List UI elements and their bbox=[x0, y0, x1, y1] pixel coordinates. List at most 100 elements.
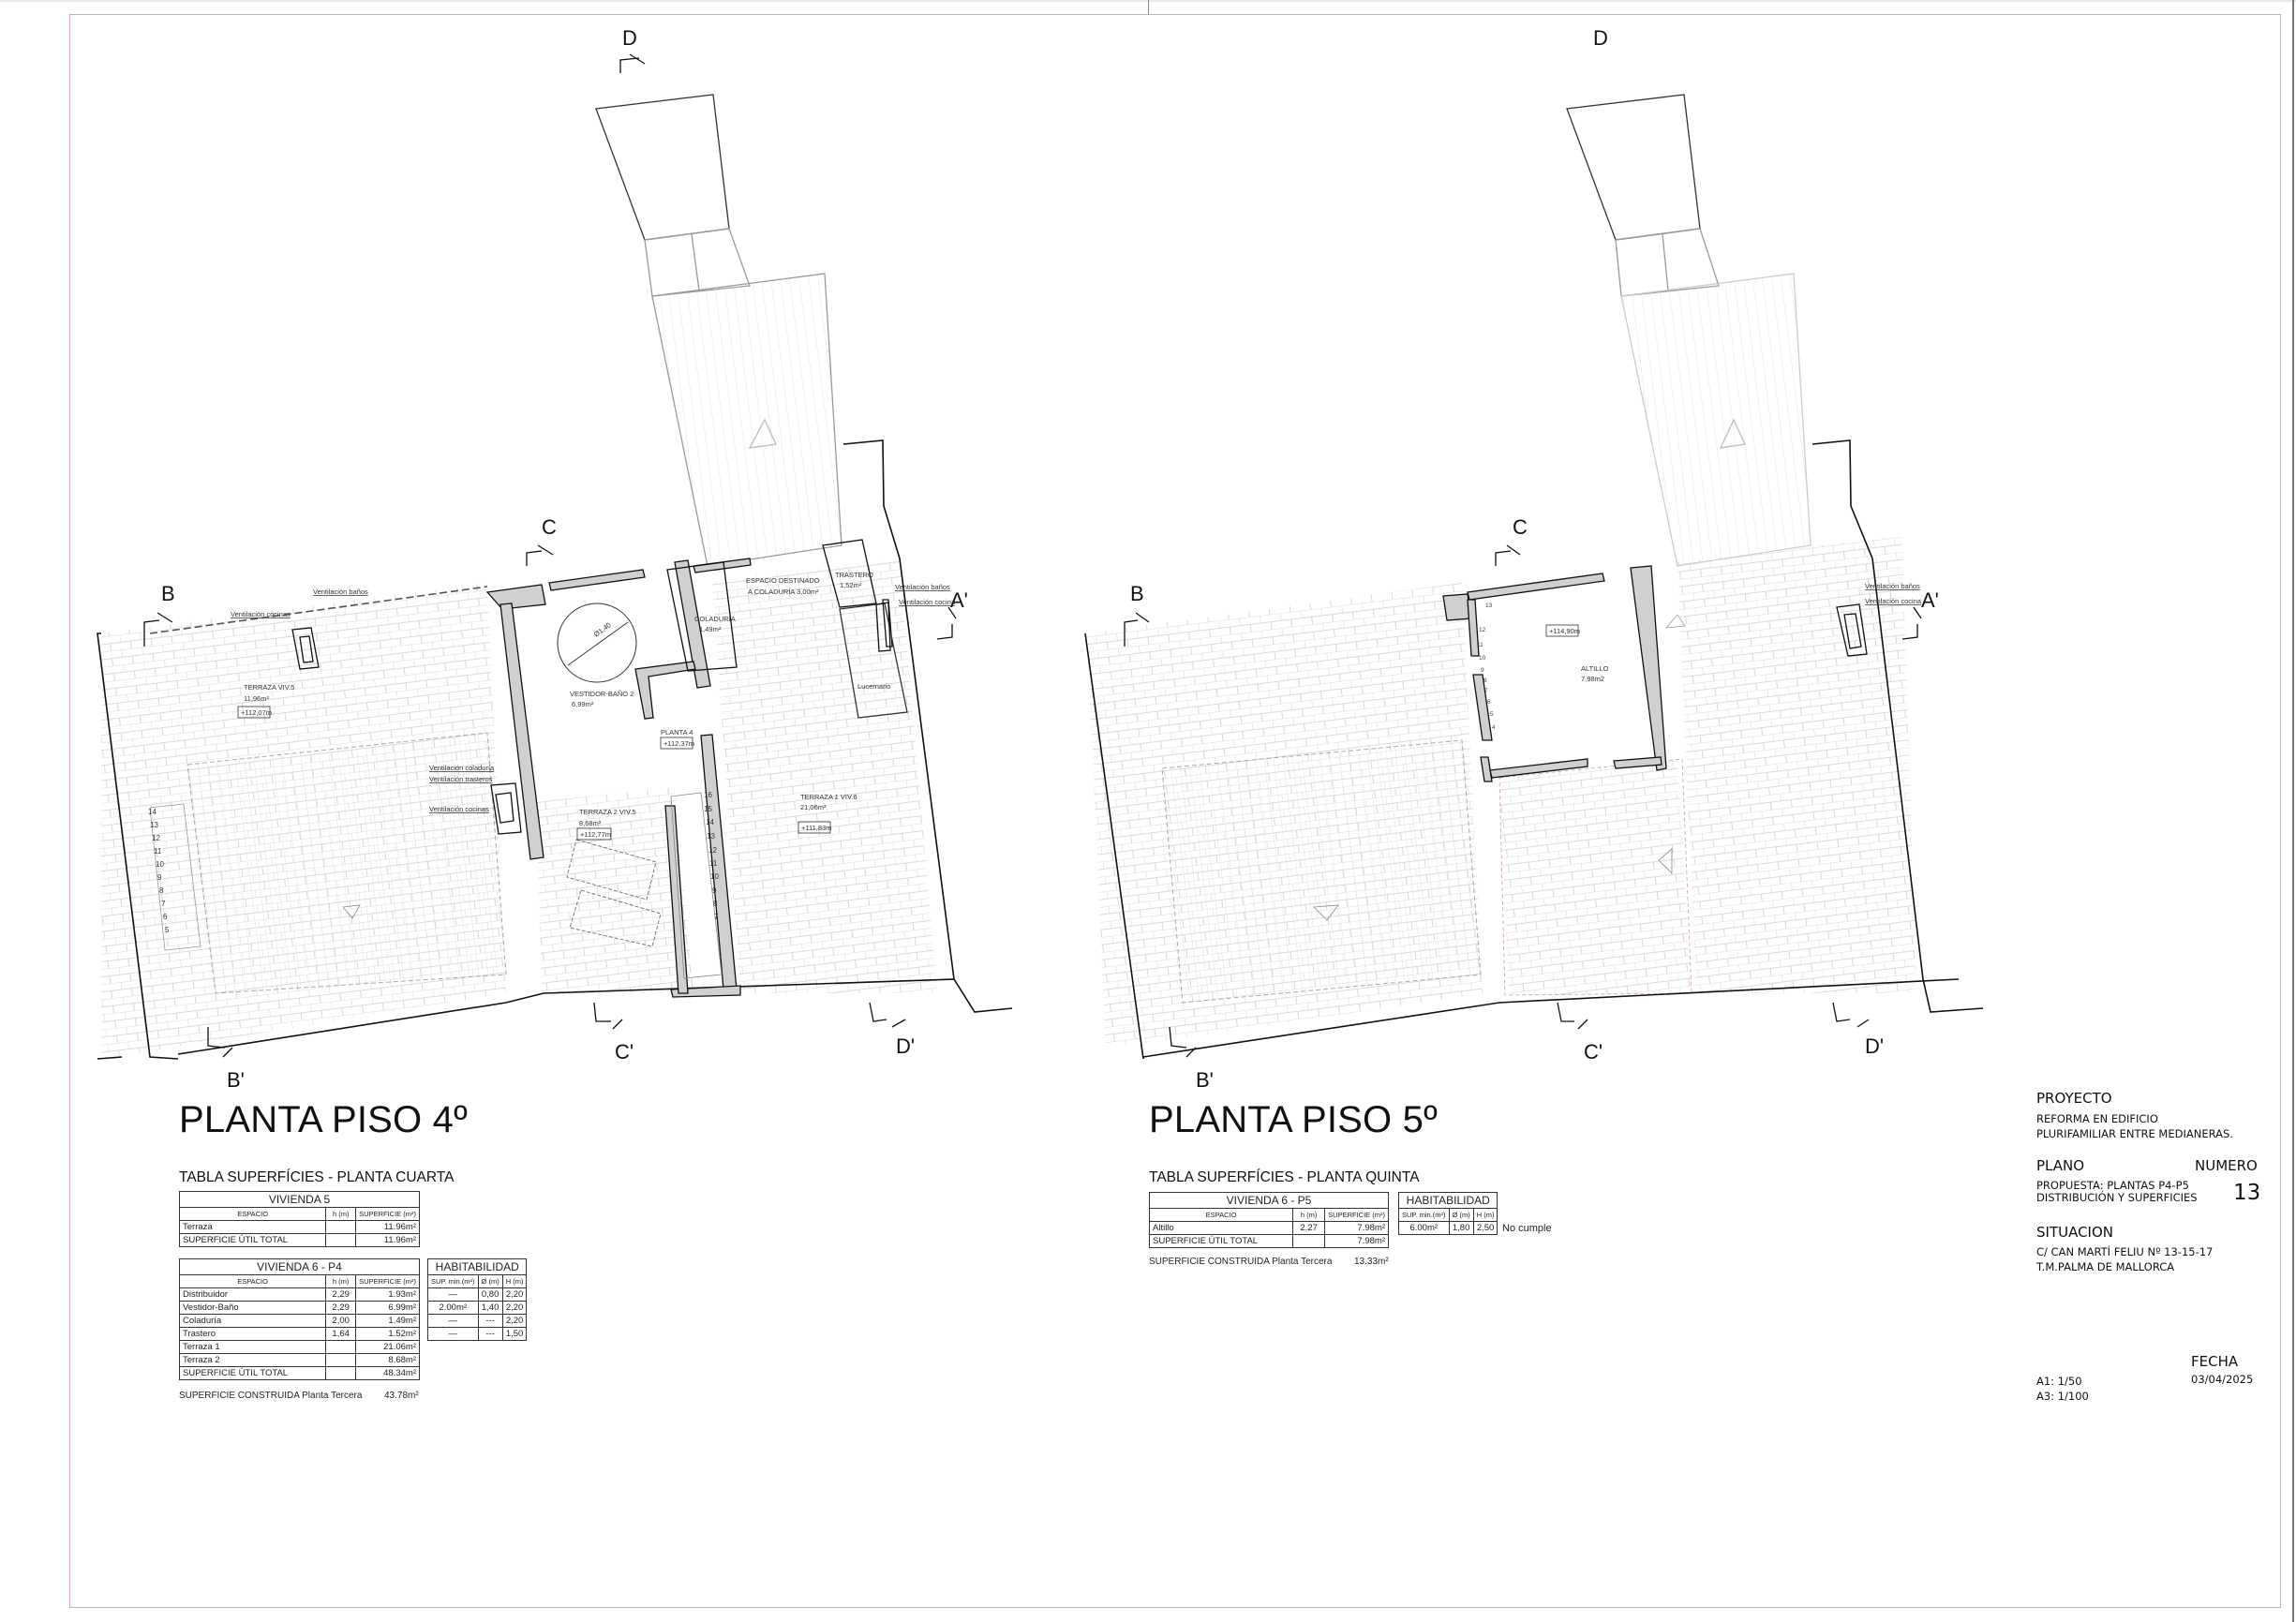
svg-text:11: 11 bbox=[1477, 642, 1483, 648]
svg-text:11: 11 bbox=[154, 847, 162, 856]
cell-espacio: Terraza bbox=[178, 1220, 327, 1234]
svg-text:9: 9 bbox=[712, 886, 717, 895]
svg-text:11: 11 bbox=[709, 859, 718, 868]
table-5-title: TABLA SUPERFÍCIES - PLANTA QUINTA bbox=[1149, 1169, 1420, 1185]
svg-text:8,68m²: 8,68m² bbox=[579, 819, 602, 827]
table-header: VIVIENDA 5 bbox=[179, 1191, 420, 1208]
svg-text:Ventilación coladuría: Ventilación coladuría bbox=[429, 764, 495, 772]
svg-text:TERRAZA 2 VIV.5: TERRAZA 2 VIV.5 bbox=[579, 808, 636, 816]
table-vivienda-5: VIVIENDA 5 ESPACIO h (m) SUPERFICIE (m²)… bbox=[178, 1191, 420, 1247]
svg-text:D: D bbox=[1593, 26, 1608, 50]
proyecto-line-2: PLURIFAMILIAR ENTRE MEDIANERAS. bbox=[2036, 1127, 2233, 1140]
svg-text:ALTILLO: ALTILLO bbox=[1581, 664, 1609, 673]
svg-text:Ventilación trasteros: Ventilación trasteros bbox=[429, 775, 493, 783]
svg-text:Ventilación cocina: Ventilación cocina bbox=[1865, 597, 1922, 605]
svg-text:+112,37m: +112,37m bbox=[663, 739, 694, 748]
svg-text:Ventilación cocina: Ventilación cocina bbox=[899, 598, 956, 606]
cell-h bbox=[325, 1366, 357, 1380]
situacion-line-2: T.M.PALMA DE MALLORCA bbox=[2036, 1260, 2175, 1273]
sheet-divider-tick bbox=[1148, 0, 1149, 14]
cell-diametro: 1,40 bbox=[477, 1301, 503, 1315]
svg-text:12: 12 bbox=[152, 834, 160, 842]
escala-a3: A3: 1/100 bbox=[2036, 1390, 2089, 1403]
column-header: SUPERFICIE (m²) bbox=[355, 1274, 420, 1288]
svg-text:8: 8 bbox=[713, 900, 718, 908]
table-vivienda-6-p4: VIVIENDA 6 - P4 ESPACIO h (m) SUPERFICIE… bbox=[178, 1258, 420, 1380]
cell-superficie: 1.49m² bbox=[355, 1314, 420, 1328]
svg-text:7: 7 bbox=[1484, 688, 1488, 694]
plan-floor-4: D C B A' B' C' D' Ventilación baños Vent… bbox=[97, 26, 1013, 1092]
column-header: Ø (m) bbox=[477, 1274, 503, 1288]
svg-text:14: 14 bbox=[706, 818, 714, 826]
svg-text:13: 13 bbox=[707, 832, 715, 841]
svg-text:A': A' bbox=[1921, 588, 1939, 612]
table-header: VIVIENDA 6 - P4 bbox=[179, 1258, 420, 1275]
svg-text:8: 8 bbox=[159, 886, 164, 895]
cell-superficie: 11.96m² bbox=[355, 1220, 420, 1234]
numero-label: NUMERO bbox=[2195, 1157, 2258, 1174]
svg-text:12: 12 bbox=[1479, 627, 1486, 633]
cell-diametro: 1,80 bbox=[1448, 1221, 1474, 1235]
fecha-value: 03/04/2025 bbox=[2191, 1373, 2254, 1386]
cell-superficie: 6.99m² bbox=[355, 1301, 420, 1315]
plan-5-title: PLANTA PISO 5º bbox=[1149, 1099, 1438, 1140]
column-header: h (m) bbox=[325, 1274, 357, 1288]
cell-h: 2.27 bbox=[1292, 1221, 1326, 1235]
plano-line-2: DISTRIBUCIÓN Y SUPERFICIES bbox=[2036, 1191, 2198, 1204]
plano-line-1: PROPUESTA: PLANTAS P4-P5 bbox=[2036, 1179, 2189, 1192]
svg-text:TERRAZA 1 VIV.6: TERRAZA 1 VIV.6 bbox=[800, 793, 857, 801]
cell-espacio: Terraza 2 bbox=[178, 1353, 327, 1367]
cell-h bbox=[1292, 1234, 1326, 1248]
cell-espacio: SUPERFICIE ÚTIL TOTAL bbox=[1148, 1234, 1294, 1248]
svg-text:Ventilación baños: Ventilación baños bbox=[895, 583, 950, 591]
cell-espacio: Trastero bbox=[178, 1327, 327, 1341]
svg-text:Ventilación baños: Ventilación baños bbox=[1865, 582, 1920, 590]
svg-text:D: D bbox=[622, 26, 637, 50]
cell-h bbox=[325, 1220, 357, 1234]
svg-text:+112,77m: +112,77m bbox=[580, 830, 611, 839]
superficie-construida-p5: SUPERFICIE CONSTRUIDA Planta Tercera 13.… bbox=[1149, 1257, 1389, 1267]
svg-text:ESPACIO DESTINADO: ESPACIO DESTINADO bbox=[746, 576, 820, 585]
table-row: SUPERFICIE ÚTIL TOTAL 11.96m² bbox=[178, 1233, 420, 1247]
plan-4-title: PLANTA PISO 4º bbox=[179, 1099, 468, 1140]
fecha-label: FECHA bbox=[2191, 1353, 2239, 1370]
svg-text:5: 5 bbox=[1490, 711, 1494, 718]
svg-text:B': B' bbox=[227, 1068, 245, 1092]
svg-text:C: C bbox=[1513, 515, 1528, 539]
cell-diametro: --- bbox=[477, 1314, 503, 1328]
svg-text:10: 10 bbox=[710, 872, 719, 881]
table-vivienda-6-p5: VIVIENDA 6 - P5 ESPACIO h (m) SUPERFICIE… bbox=[1148, 1192, 1389, 1248]
cell-altura: 2,20 bbox=[501, 1314, 528, 1328]
svg-text:Lucernario: Lucernario bbox=[857, 682, 890, 691]
construida-label: SUPERFICIE CONSTRUIDA Planta Tercera bbox=[179, 1391, 363, 1401]
svg-text:21,06m²: 21,06m² bbox=[800, 803, 827, 811]
table-header: VIVIENDA 6 - P5 bbox=[1149, 1192, 1389, 1209]
svg-text:4: 4 bbox=[1492, 724, 1496, 731]
svg-text:C': C' bbox=[615, 1040, 634, 1064]
svg-text:9: 9 bbox=[1481, 667, 1484, 674]
cell-h: 1,64 bbox=[325, 1327, 357, 1341]
svg-text:5: 5 bbox=[165, 926, 170, 934]
svg-text:9: 9 bbox=[157, 873, 162, 882]
cell-diametro: 0,80 bbox=[477, 1287, 503, 1302]
svg-text:Ventilación cocinas: Ventilación cocinas bbox=[231, 610, 291, 618]
svg-text:14: 14 bbox=[148, 808, 157, 816]
column-header: SUPERFICIE (m²) bbox=[355, 1207, 420, 1221]
column-header: H (m) bbox=[501, 1274, 528, 1288]
svg-text:+112,07m: +112,07m bbox=[241, 708, 272, 717]
situacion-label: SITUACION bbox=[2036, 1224, 2114, 1241]
column-header: h (m) bbox=[325, 1207, 357, 1221]
cell-h: 2,00 bbox=[325, 1314, 357, 1328]
cell-h: 2,29 bbox=[325, 1301, 357, 1315]
svg-text:7: 7 bbox=[714, 913, 719, 921]
cell-sup-min: 6.00m² bbox=[1398, 1221, 1450, 1235]
cell-espacio: SUPERFICIE ÚTIL TOTAL bbox=[178, 1366, 327, 1380]
svg-text:D': D' bbox=[896, 1034, 915, 1058]
